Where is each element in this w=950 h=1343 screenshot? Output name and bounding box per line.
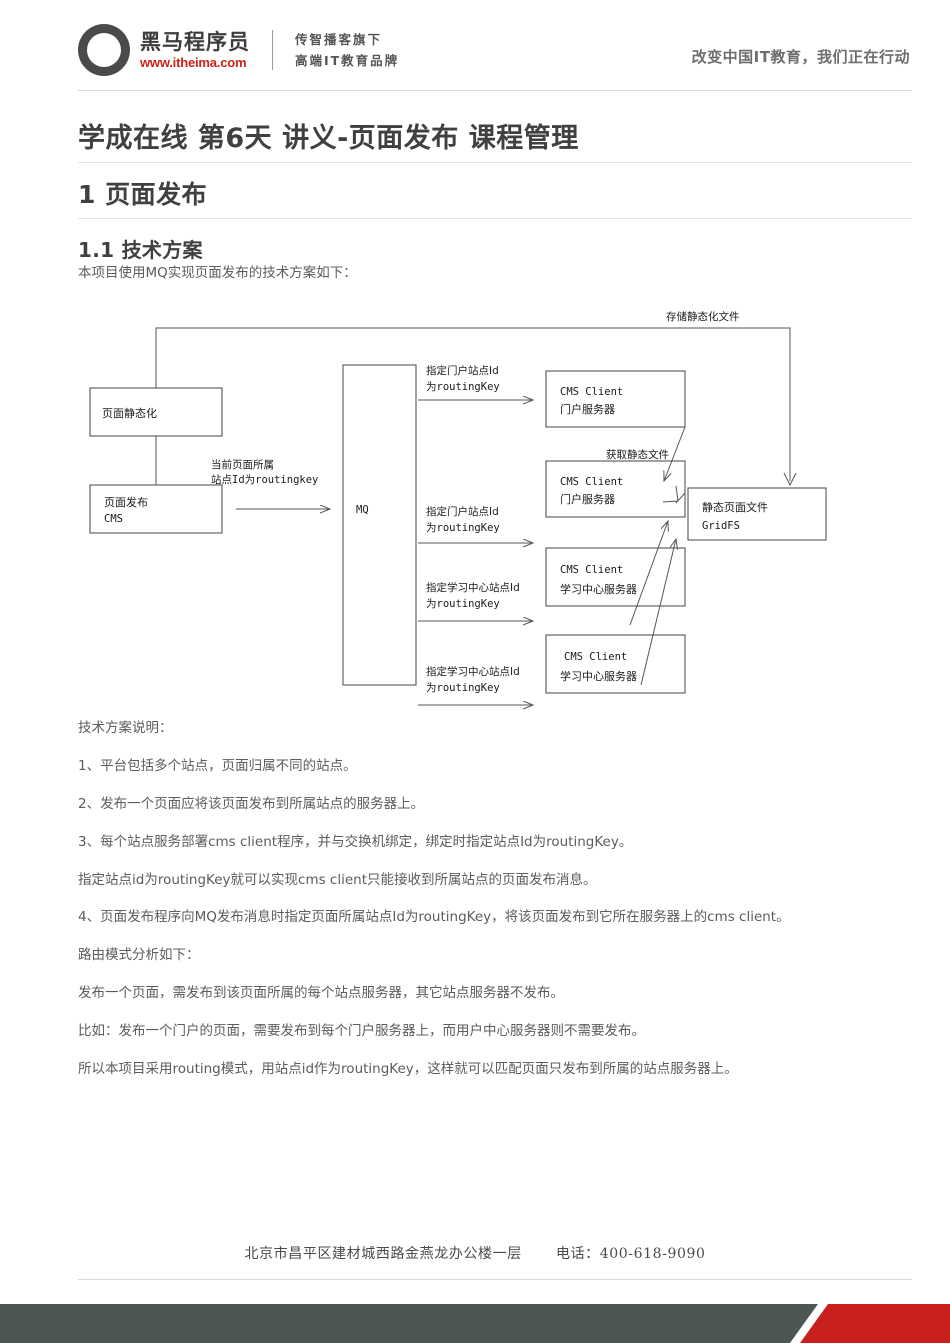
box-cms-client-3 [545, 547, 686, 607]
label-current-page-line2: 站点Id为routingkey [211, 473, 318, 486]
logo-tagline-line1: 传智播客旗下 [295, 31, 383, 47]
store-static-path [155, 327, 791, 482]
footer-bar-red [800, 1304, 950, 1343]
note-item-9: 所以本项目采用routing模式，用站点id作为routingKey，这样就可以… [78, 1060, 738, 1077]
client4-to-gridfs-arrow [640, 539, 676, 686]
logo-tagline-line2: 高端IT教育品牌 [295, 53, 400, 68]
box-cms-client-4 [545, 634, 686, 694]
footer-decorative-bar [0, 1304, 950, 1343]
label-current-page-line1: 当前页面所属 [211, 458, 274, 471]
client3-to-gridfs-arrow [629, 521, 668, 626]
architecture-diagram: 存储静态化文件 页面静态化 页面发布 CMS 当前页面所属 站点Id为routi… [78, 303, 912, 718]
brand-logo: 黑马程序员 www.itheima.com 传智播客旗下 高端IT教育品牌 [78, 24, 399, 76]
page-title: 学成在线 第6天 讲义-页面发布 课程管理 [78, 122, 912, 163]
label-learn1-line2: 为routingKey [426, 598, 500, 610]
footer-address: 北京市昌平区建材城西路金燕龙办公楼一层 [244, 1246, 522, 1262]
label-learn1-line1: 指定学习中心站点Id [426, 581, 520, 594]
note-item-3: 3、每个站点服务部署cms client程序，并与交换机绑定，绑定时指定站点Id… [78, 833, 633, 850]
document-content: 学成在线 第6天 讲义-页面发布 课程管理 1 页面发布 1.1 技术方案 本项… [78, 122, 912, 1081]
logo-wordmark: 黑马程序员 www.itheima.com [140, 29, 250, 70]
label-learn2-line2: 为routingKey [426, 682, 500, 694]
label-portal1-line2: 为routingKey [426, 381, 500, 393]
logo-tagline: 传智播客旗下 高端IT教育品牌 [295, 29, 399, 72]
diagram-svg: 存储静态化文件 页面静态化 页面发布 CMS 当前页面所属 站点Id为routi… [89, 310, 827, 718]
logo-company-name: 黑马程序员 [140, 29, 250, 54]
note-item-8: 比如：发布一个门户的页面，需要发布到每个门户服务器上，而用户中心服务器则不需要发… [78, 1022, 645, 1039]
box-cms-client-2-line2: 门户服务器 [560, 492, 615, 506]
label-portal2-line1: 指定门户站点Id [426, 505, 499, 518]
label-learn2-line1: 指定学习中心站点Id [426, 665, 520, 678]
box-cms-client-1-line2: 门户服务器 [560, 402, 615, 416]
box-publish-cms-line2: CMS [104, 513, 123, 525]
horse-logo-icon [78, 24, 130, 76]
header-slogan: 改变中国IT教育，我们正在行动 [691, 48, 910, 66]
notes-heading: 技术方案说明： [78, 720, 173, 737]
notes-section: 技术方案说明： 1、平台包括多个站点，页面归属不同的站点。 2、发布一个页面应将… [78, 718, 912, 1081]
note-item-2: 2、发布一个页面应将该页面发布到所属站点的服务器上。 [78, 795, 425, 812]
label-portal1-line1: 指定门户站点Id [426, 364, 499, 377]
store-static-arrowhead [783, 472, 797, 487]
box-cms-client-4-line2: 学习中心服务器 [560, 669, 637, 683]
footer-phone: 电话：400-618-9090 [555, 1246, 706, 1262]
box-cms-client-2 [545, 460, 686, 518]
client2-to-gridfs-arrow [662, 486, 679, 503]
note-item-6: 路由模式分析如下： [78, 947, 200, 964]
box-gridfs-line2: GridFS [702, 520, 740, 532]
header-divider [78, 90, 912, 91]
note-item-7: 发布一个页面，需发布到该页面所属的每个站点服务器，其它站点服务器不发布。 [78, 985, 564, 1002]
intro-paragraph: 本项目使用MQ实现页面发布的技术方案如下： [78, 265, 357, 282]
box-cms-client-1 [545, 370, 686, 428]
note-item-1: 1、平台包括多个站点，页面归属不同的站点。 [78, 757, 357, 774]
section-heading-1: 1 页面发布 [78, 179, 912, 220]
horse-head-icon [90, 33, 118, 67]
footer-bar-gray [0, 1304, 818, 1343]
box-publish-cms [89, 484, 223, 534]
page-footer: 北京市昌平区建材城西路金燕龙办公楼一层 电话：400-618-9090 [0, 1243, 950, 1343]
label-store-static: 存储静态化文件 [666, 310, 740, 323]
section-heading-1-1: 1.1 技术方案 [78, 238, 203, 263]
note-item-5: 4、页面发布程序向MQ发布消息时指定页面所属站点Id为routingKey，将该… [78, 909, 790, 926]
box-mq [342, 364, 417, 686]
client1-to-gridfs-arrow [664, 426, 686, 481]
note-item-4: 指定站点id为routingKey就可以实现cms client只能接收到所属站… [78, 871, 597, 888]
box-mq-label: MQ [356, 504, 369, 516]
box-publish-cms-line1: 页面发布 [104, 495, 148, 509]
page-header: 黑马程序员 www.itheima.com 传智播客旗下 高端IT教育品牌 改变… [0, 0, 950, 98]
box-gridfs-line1: 静态页面文件 [702, 500, 768, 514]
footer-divider [78, 1279, 912, 1280]
box-cms-client-3-line2: 学习中心服务器 [560, 582, 637, 596]
footer-contact: 北京市昌平区建材城西路金燕龙办公楼一层 电话：400-618-9090 [0, 1243, 950, 1263]
box-gridfs [687, 487, 827, 541]
box-cms-client-2-line1: CMS Client [560, 476, 623, 488]
logo-divider [272, 30, 273, 70]
label-portal2-line2: 为routingKey [426, 522, 500, 534]
box-cms-client-3-line1: CMS Client [560, 564, 623, 576]
box-static-page-label: 页面静态化 [102, 406, 157, 420]
box-cms-client-4-line1: CMS Client [564, 651, 627, 663]
logo-website-url: www.itheima.com [140, 54, 247, 70]
box-cms-client-1-line1: CMS Client [560, 386, 623, 398]
label-fetch-static: 获取静态文件 [606, 448, 669, 461]
